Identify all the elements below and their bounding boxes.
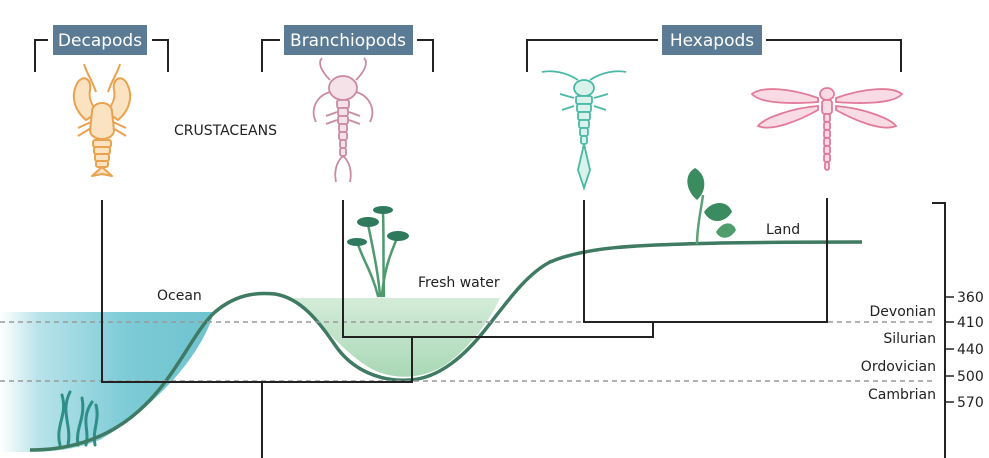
main-junction — [262, 337, 413, 383]
branchiopod-hexapod-link — [412, 322, 654, 338]
dragonfly-icon — [750, 87, 904, 171]
period-devonian: Devonian — [870, 304, 936, 320]
branchiopods-label-box — [284, 25, 413, 55]
terrain-profile — [29, 240, 863, 452]
land-label: Land — [766, 222, 800, 238]
decapods-label-box — [53, 25, 147, 55]
decapods-label: Decapods — [58, 31, 142, 51]
decapods-branch — [101, 200, 262, 383]
timeline-axis: 360 410 440 500 570 — [932, 202, 984, 458]
hexapods-label-box — [662, 25, 762, 55]
phylogenetic-tree — [101, 198, 828, 458]
time-tick-570: 570 — [957, 395, 984, 411]
hexapods-group: Hexapods — [526, 25, 902, 72]
time-tick-440: 440 — [957, 342, 984, 358]
springtail-branch — [583, 198, 828, 323]
decapods-group: Decapods — [34, 25, 169, 72]
lobster-icon — [72, 63, 132, 177]
land-plant-icon — [687, 168, 736, 245]
hexapods-bracket — [526, 39, 902, 72]
springtail-icon — [541, 70, 627, 191]
period-ordovician: Ordovician — [861, 359, 936, 375]
branchiopods-group: Branchiopods — [261, 25, 434, 72]
fresh-water-label: Fresh water — [418, 275, 500, 291]
branchiopod-icon — [312, 57, 374, 183]
decapods-bracket — [34, 39, 169, 72]
period-silurian: Silurian — [883, 331, 936, 347]
ocean-label: Ocean — [157, 288, 202, 304]
branchiopods-bracket — [261, 39, 434, 72]
period-cambrian: Cambrian — [868, 387, 936, 403]
time-tick-410: 410 — [957, 315, 984, 331]
branchiopods-label: Branchiopods — [290, 31, 406, 51]
freshwater-plant-icon — [347, 206, 409, 298]
hexapods-label: Hexapods — [670, 31, 754, 51]
crustaceans-label: CRUSTACEANS — [174, 123, 277, 139]
branchiopods-branch — [342, 200, 412, 338]
time-tick-500: 500 — [957, 369, 984, 385]
time-tick-360: 360 — [957, 290, 984, 306]
